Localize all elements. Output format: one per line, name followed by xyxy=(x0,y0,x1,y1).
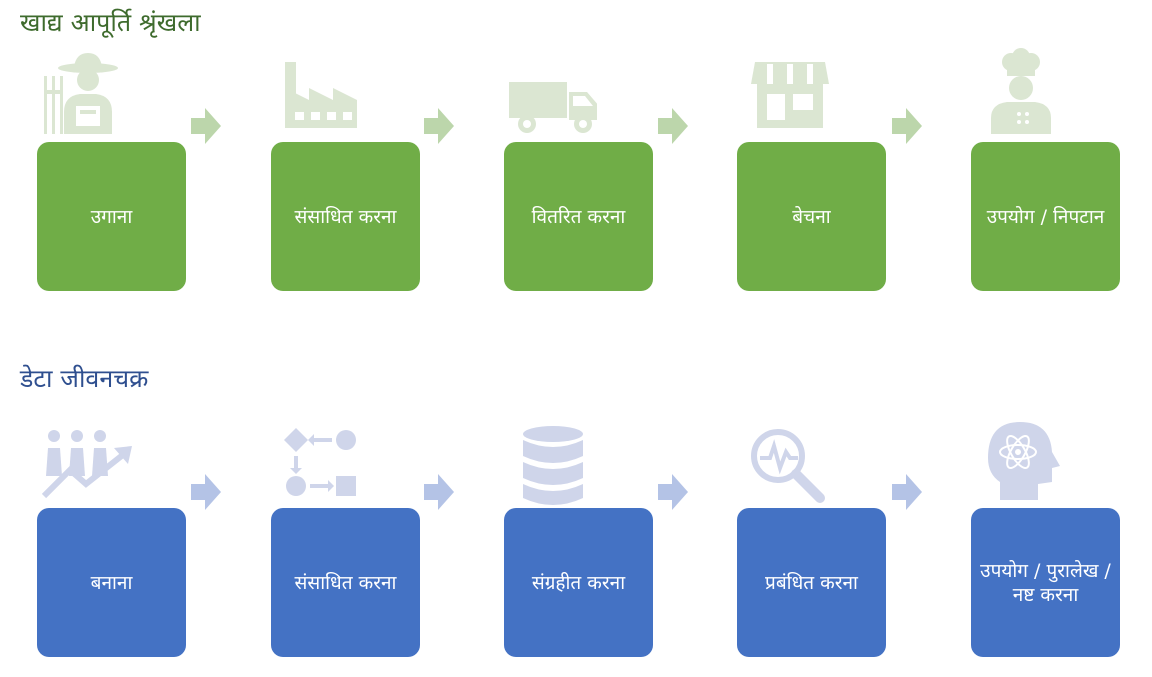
data-step-process: संसाधित करना xyxy=(271,508,420,657)
truck-icon xyxy=(507,48,597,138)
food-step-process: संसाधित करना xyxy=(271,142,420,291)
people-growth-icon xyxy=(42,424,132,514)
data-step-store: संग्रहीत करना xyxy=(504,508,653,657)
chef-icon xyxy=(975,48,1065,138)
food-step-grow: उगाना xyxy=(37,142,186,291)
process-flow-icon xyxy=(280,424,370,514)
database-icon xyxy=(508,424,598,514)
food-chain-title: खाद्य आपूर्ति श्रृंखला xyxy=(20,8,201,37)
head-atom-icon xyxy=(980,418,1070,508)
data-step-create: बनाना xyxy=(37,508,186,657)
flow-arrow xyxy=(191,108,221,144)
food-step-distribute: वितरित करना xyxy=(504,142,653,291)
flow-arrow xyxy=(424,474,454,510)
flow-arrow xyxy=(191,474,221,510)
food-step-sell: बेचना xyxy=(737,142,886,291)
shop-icon xyxy=(745,48,835,138)
food-step-consume: उपयोग / निपटान xyxy=(971,142,1120,291)
flow-arrow xyxy=(658,474,688,510)
flow-arrow xyxy=(658,108,688,144)
flow-arrow xyxy=(892,108,922,144)
data-lifecycle-title: डेटा जीवनचक्र xyxy=(20,364,149,393)
farmer-icon xyxy=(40,48,130,138)
flow-arrow xyxy=(424,108,454,144)
magnifier-analytics-icon xyxy=(744,424,834,514)
data-step-manage: प्रबंधित करना xyxy=(737,508,886,657)
data-step-use-archive-destroy: उपयोग / पुरालेख / नष्ट करना xyxy=(971,508,1120,657)
flow-arrow xyxy=(892,474,922,510)
factory-icon xyxy=(277,48,367,138)
